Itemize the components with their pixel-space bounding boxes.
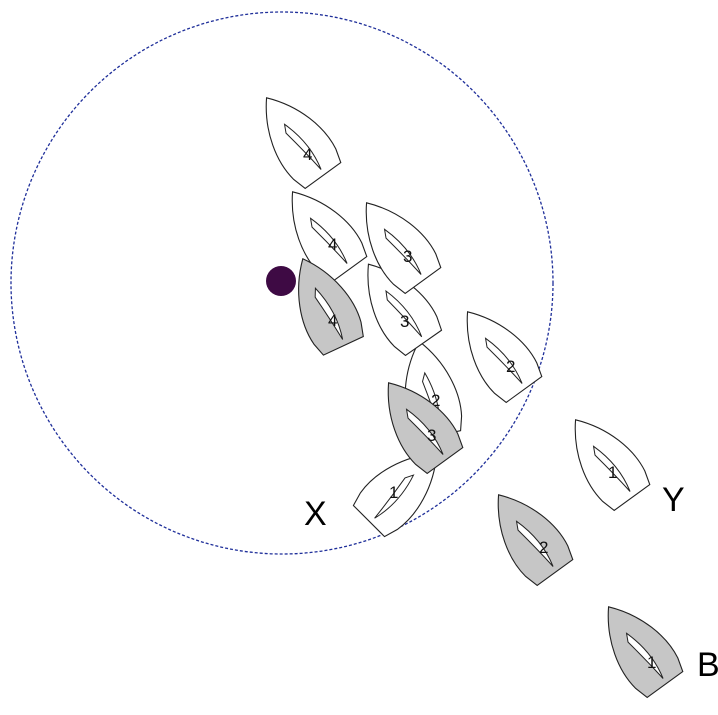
boat-sail [385, 289, 423, 338]
boat-sail [309, 217, 348, 264]
position-number: 1 [389, 483, 398, 502]
position-number: 4 [328, 235, 337, 254]
label-boat-x: X [304, 495, 327, 533]
position-number: 3 [403, 247, 412, 266]
boat-sail [383, 228, 422, 275]
label-boat-b: B [697, 646, 718, 684]
position-number: 2 [506, 357, 515, 376]
position-number: 3 [400, 312, 409, 331]
position-number: 4 [328, 311, 337, 330]
boat-x-position-4: 4 [291, 191, 368, 284]
boat-x-position-3: 3 [367, 263, 443, 357]
boat-y-position-2: 2 [466, 311, 543, 404]
boat-b-position-3: 3 [387, 382, 464, 475]
boat-sail [515, 520, 554, 567]
boat-y-position-3: 3 [365, 202, 442, 295]
boat-sail [283, 123, 322, 170]
boat-x-position-5: 4 [265, 97, 342, 190]
zone-circle [10, 11, 554, 555]
label-boat-y: Y [662, 481, 685, 519]
position-number: 3 [427, 426, 436, 445]
boat-sail [405, 408, 444, 455]
boats-layer: 1 2 3 4 4 1 2 3 1 2 3 4 [265, 97, 684, 699]
boat-sail [314, 287, 344, 340]
position-number: 4 [303, 145, 312, 164]
boat-sail [592, 445, 631, 492]
boat-hull [298, 258, 364, 356]
position-number: 1 [647, 653, 656, 672]
position-number: 1 [608, 463, 617, 482]
position-number: 2 [431, 391, 440, 410]
boat-x-position-1: 1 [352, 452, 438, 538]
boat-b-position-1: 1 [607, 606, 684, 699]
position-number: 2 [539, 538, 548, 557]
boat-sail [625, 632, 664, 679]
boat-b-position-4: 4 [298, 258, 364, 356]
mark-buoy [266, 266, 296, 296]
boat-sail [374, 474, 415, 519]
boat-b-position-2: 2 [497, 494, 574, 587]
boat-sail [484, 337, 523, 384]
boat-y-position-1: 1 [574, 419, 651, 512]
